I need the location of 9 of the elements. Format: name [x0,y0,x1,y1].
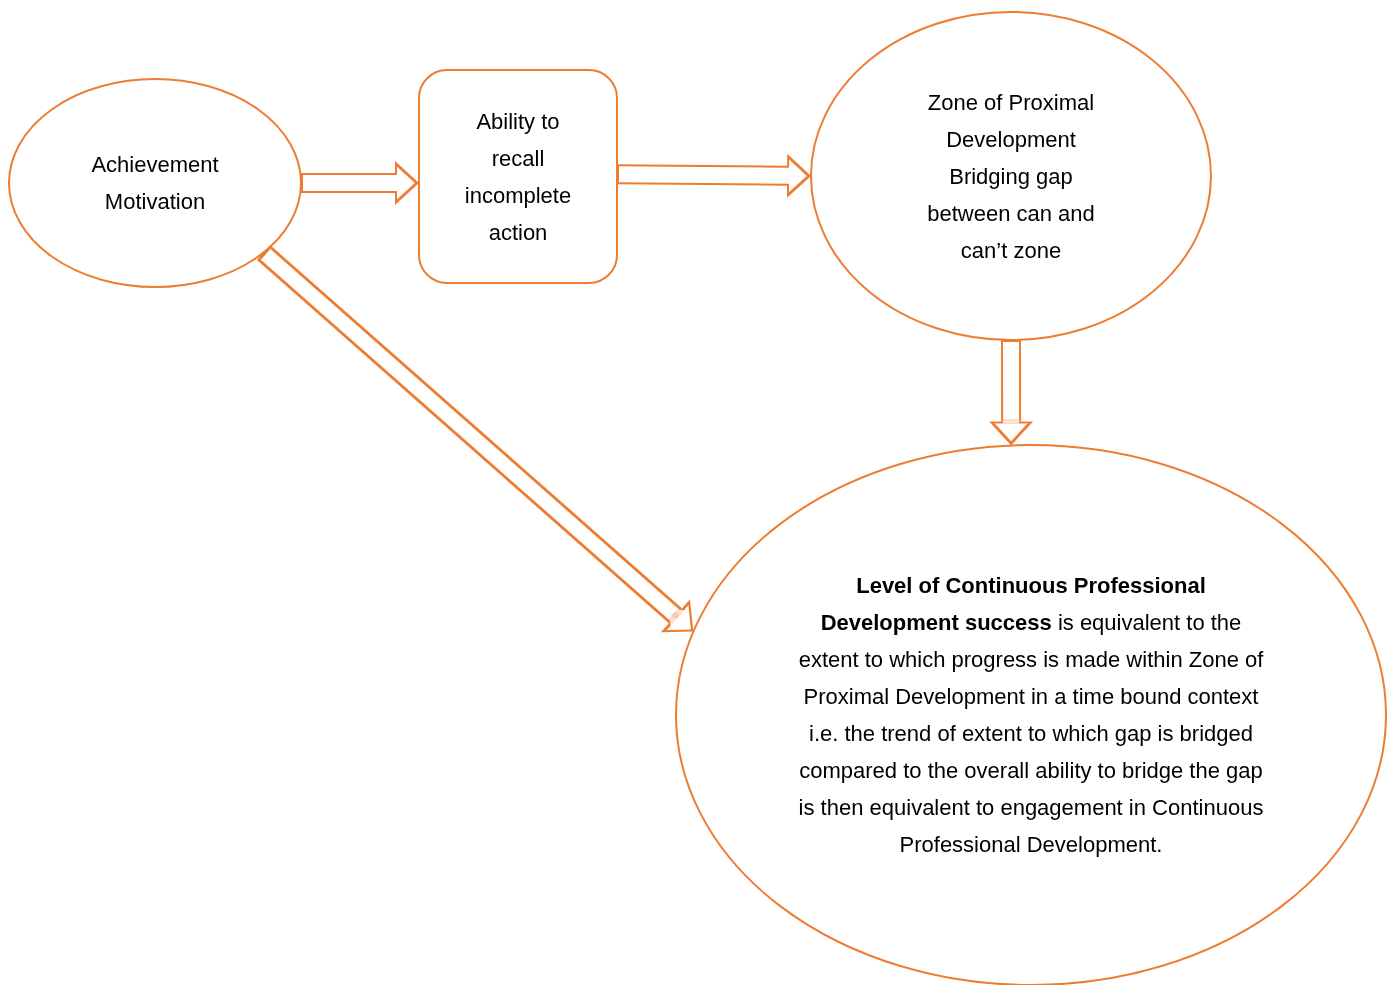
block-arrow [256,245,694,633]
node-text: Bridging gap between can and can’t zone [926,162,1096,265]
block-arrow [989,339,1034,446]
node-text: Zone of Proximal Development [926,88,1096,154]
block-arrow [301,160,419,205]
block-arrow [616,153,811,198]
node-text: Level of Continuous Professional Development success is equivalent to the extent to which progress is made within Zone of Proximal Development in a time bound context i.e. the trend of extent to which gap is bridged compared to the overall ability to bridge the gap is then equivalent to engagement in Continuous Professional Development. [797,572,1265,859]
node-text: Achievement Motivation [90,151,220,216]
node-text: Ability to recall incomplete action [463,107,573,247]
